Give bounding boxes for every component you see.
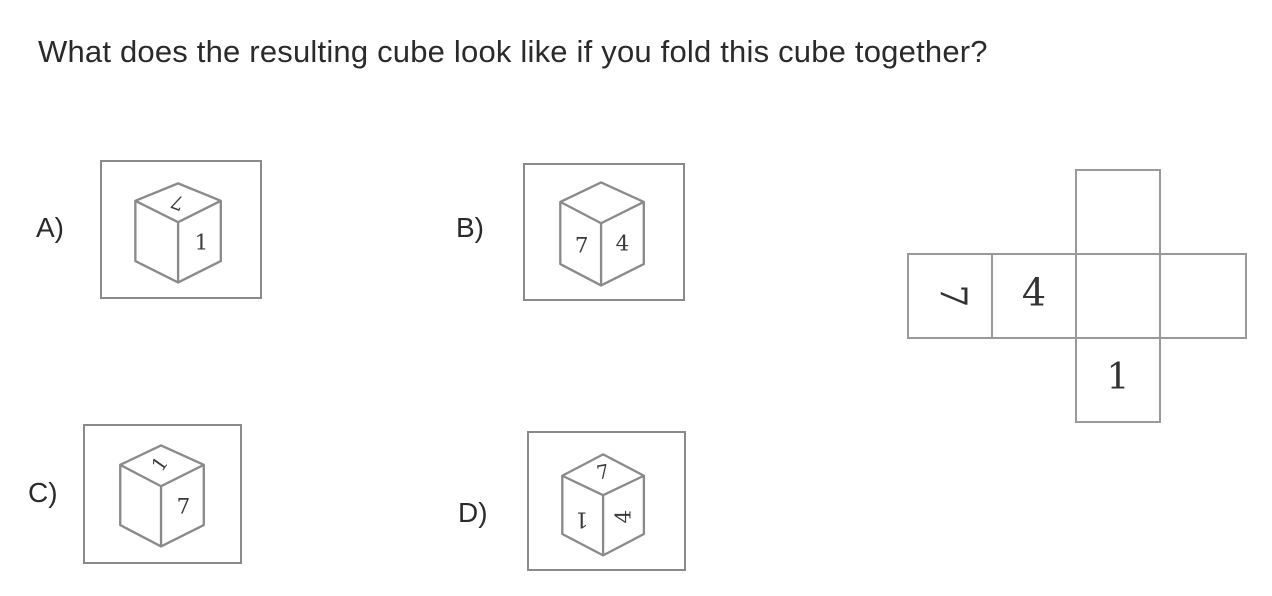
option-b-label[interactable]: B) <box>456 212 484 243</box>
option-d-right-number: 4 <box>611 510 636 524</box>
option-a-box[interactable]: 7 1 <box>100 160 262 299</box>
option-c-right-number: 7 <box>177 495 191 520</box>
option-b-right-number: 4 <box>616 232 630 257</box>
option-a-top-number: 7 <box>168 189 187 215</box>
option-c-cube: 1 7 <box>119 444 205 548</box>
option-a-right-number: 1 <box>195 231 209 256</box>
option-d-label[interactable]: D) <box>458 497 488 528</box>
net-number-bottom: 1 <box>1107 357 1130 398</box>
net-cell-bottom <box>1075 337 1161 423</box>
net-cell-center-left <box>991 253 1077 339</box>
net-cell-left <box>907 253 993 339</box>
option-d-front-number: 1 <box>575 506 589 531</box>
net-cell-top <box>1075 169 1161 255</box>
option-d-cube: 7 1 4 <box>561 453 646 557</box>
option-a-label[interactable]: A) <box>36 212 64 243</box>
option-b-box[interactable]: 7 4 <box>523 163 685 301</box>
option-b-cube: 7 4 <box>559 181 645 287</box>
option-c-top-number: 1 <box>147 452 173 475</box>
option-c-label[interactable]: C) <box>28 477 58 508</box>
option-b-front-number: 7 <box>575 234 589 259</box>
option-d-box[interactable]: 7 1 4 <box>527 431 686 571</box>
option-a-cube: 7 1 <box>134 182 222 284</box>
question-text: What does the resulting cube look like i… <box>38 34 988 69</box>
net-cell-right <box>1159 253 1247 339</box>
net-number-center-left: 4 <box>1022 271 1046 315</box>
option-d-top-number: 7 <box>595 460 611 485</box>
net-number-left: 7 <box>932 285 973 308</box>
option-c-box[interactable]: 1 7 <box>83 424 242 564</box>
net-cell-center <box>1075 253 1161 339</box>
